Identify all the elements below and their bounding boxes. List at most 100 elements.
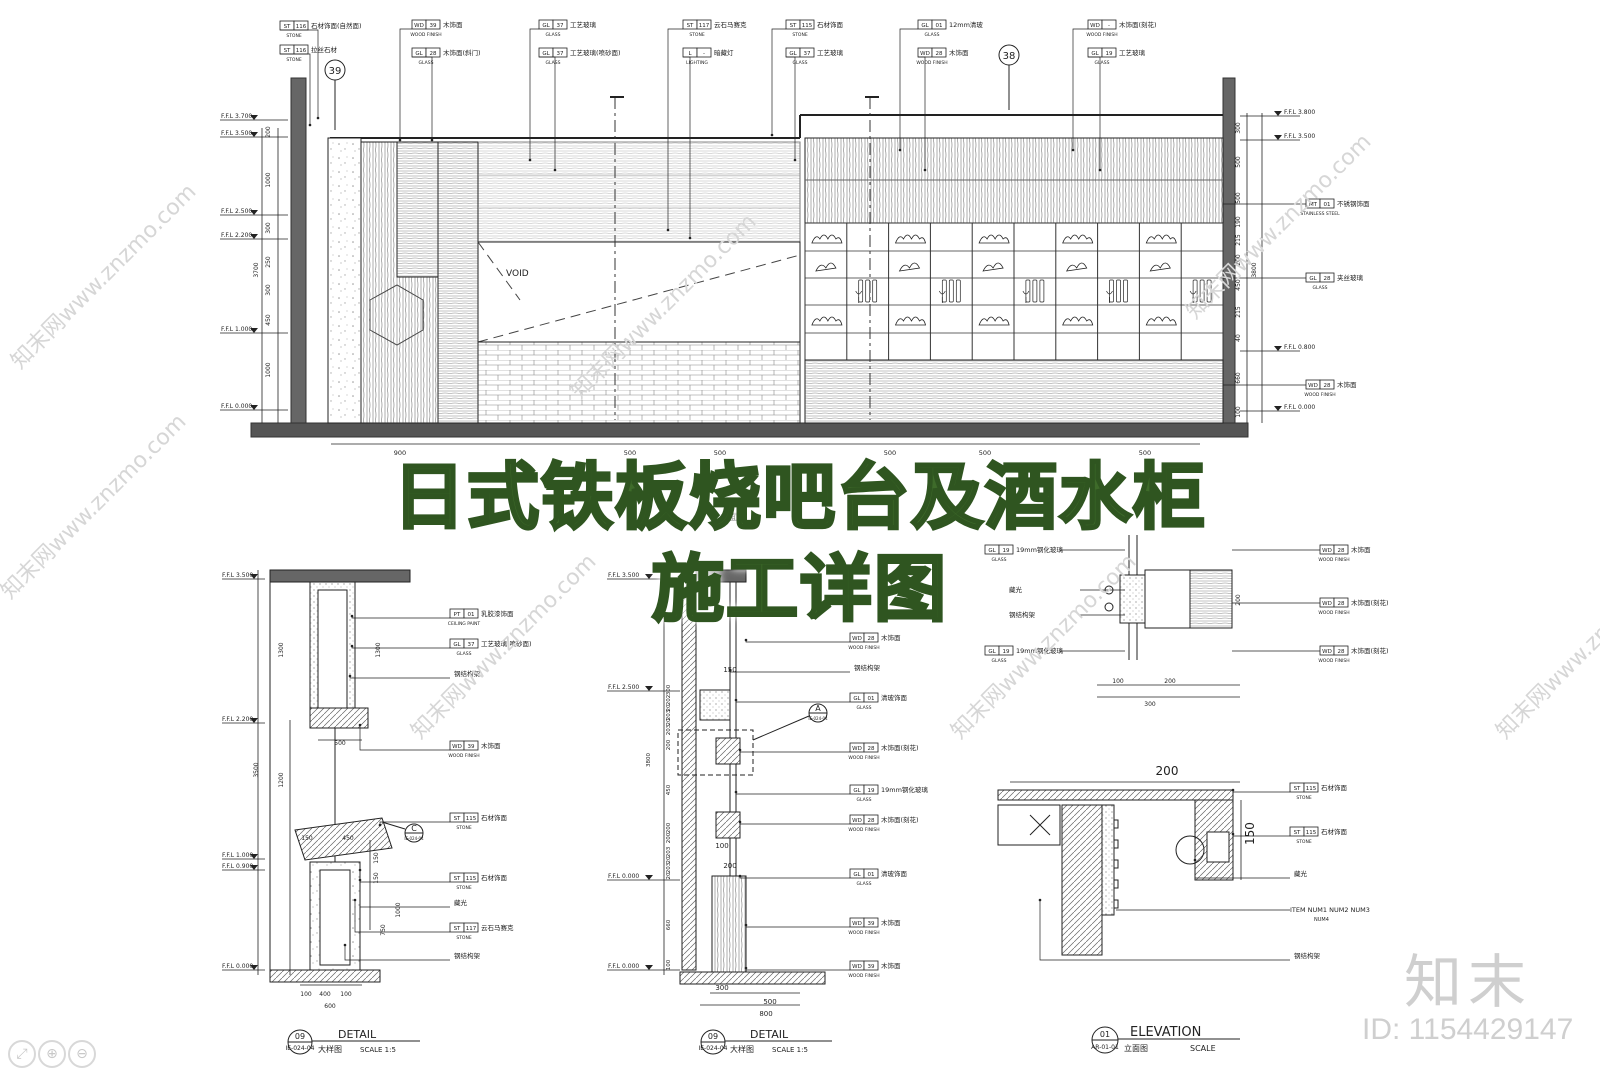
detail-plan-small [1097,535,1240,698]
tag-top-10-num: 01 [936,23,943,29]
fullscreen-button[interactable]: ⤢ [8,1040,36,1068]
d4-tag-2: 藏光 [1193,858,1308,879]
detail-09-middle [663,569,826,1006]
d1-tag-5-code: ST [454,876,461,882]
tag-top-3-code: GL [415,51,423,57]
elevation-01-title: 01 AR-01-01 ELEVATION 立面图 SCALE [1091,1025,1240,1054]
d2-tag-2-note: 清玻饰面 [881,693,908,702]
d2-dim-0: 300 [666,684,672,695]
d4-tag-0-num: 115 [1306,786,1317,792]
tag-top-10-note: 12mm清玻 [949,20,983,29]
tag-top-9-code: GL [789,51,797,57]
tag-top-11-num: 28 [936,51,943,57]
tag-top-12-note: 木饰面(刻花) [1119,20,1157,29]
elevation-01-scale: SCALE [1190,1044,1216,1053]
d4-tag-1-num: 115 [1306,830,1317,836]
level-right-1: F.F.L 3.500 [1284,133,1315,140]
tag-top-0-num: 116 [296,24,307,30]
d3-tag-left-2-note: 钢结构架 [1009,610,1036,619]
d1-tag-0-code: PT [454,612,461,618]
d1-tag-7-code: ST [454,926,461,932]
d4-tag-0-sub: STONE [1296,795,1312,801]
d3-tag-right-2-code: WD [1322,649,1332,655]
zoom-out-button[interactable]: ⊖ [68,1040,96,1068]
d1-level-2: F.F.L 1.000 [222,852,253,859]
d2-tag-8-sub: WOOD FINISH [848,973,879,979]
d2-tag-5-sub: WOOD FINISH [848,827,879,833]
dim-right-7: 215 [1235,306,1242,318]
tag-top-3-sub: GLASS [419,60,434,66]
d1-tag-6-note: 藏光 [454,898,468,907]
d1-tag-7-note: 云石马赛克 [481,923,514,932]
d2-tag-8-code: WD [852,964,862,970]
d4-tag-0-note: 石材饰面 [1321,783,1348,792]
d1-level-3: F.F.L 0.900 [222,863,253,870]
tag-right-2-num: 28 [1324,383,1331,389]
tag-top-6-code: ST [687,23,694,29]
zoom-in-button[interactable]: ⊕ [38,1040,66,1068]
d1-tag-4-sub: STONE [456,825,472,831]
tag-top-2-sub: WOOD FINISH [410,32,441,38]
asset-id-label: ID: 1154429147 [1362,1013,1574,1046]
d1-tag-5-note: 石材饰面 [481,873,508,882]
elevation-01-dim-top: 200 [1156,764,1179,778]
d2-tag-5-code: WD [852,818,862,824]
d2-dim-h-3: 300 [715,984,728,992]
tag-top-12-num: - [1108,23,1110,29]
dim-bottom-0: 900 [394,449,406,457]
tag-top-12-code: WD [1090,23,1100,29]
d3-tag-left-3-sub: GLASS [992,658,1007,664]
d4-tag-0-code: ST [1294,786,1301,792]
d1-tag-8-note: 钢结构架 [454,951,481,960]
d1-dim-6: 450 [342,835,354,842]
tag-top-9-note: 工艺玻璃 [817,48,844,57]
d2-tag-6-note: 清玻饰面 [881,869,908,878]
d2-tag-4-num: 19 [868,788,875,794]
d2-dim-h-2: 200 [723,862,736,870]
d3-tag-right-1-code: WD [1322,601,1332,607]
tag-right-2-note: 木饰面 [1337,380,1357,389]
d2-tag-4-note: 19mm钢化玻璃 [881,785,928,794]
d2-tag-7-sub: WOOD FINISH [848,930,879,936]
d2-level-3: F.F.L 0.000 [608,963,639,970]
tag-right-1-note: 夹丝玻璃 [1337,273,1364,282]
level-left-3: F.F.L 2.200 [221,232,252,239]
zoom-out-icon: ⊖ [76,1046,88,1062]
detail-09-middle-scale: SCALE 1:5 [772,1046,808,1054]
d3-tag-left-1-note: 藏光 [1009,585,1023,594]
d2-tag-5-note: 木饰面(刻花) [881,815,919,824]
d2-dim-h-4: 500 [763,998,776,1006]
dim-right-0: 300 [1235,122,1242,134]
d2-tag-3-note: 木饰面(刻花) [881,743,919,752]
d2-tag-4-code: GL [853,788,861,794]
elevation-01-num: 01 [1100,1030,1110,1039]
tag-top-7-note: 暗藏灯 [714,48,734,57]
callout-c-letter: C [411,824,417,833]
detail-09-middle-ref: IE-024-04 [699,1045,728,1052]
tag-right-0-code: MT [1309,202,1318,208]
d2-dim-13: 203 [666,862,672,873]
d4-tag-1-code: ST [1294,830,1301,836]
d1-tag-5-sub: STONE [456,885,472,891]
d2-tag-7-code: WD [852,921,862,927]
tag-top-13-num: 19 [1106,51,1113,57]
top-elevation-caption: 立面图 [720,511,747,523]
d1-dim-0: 1300 [278,642,285,657]
tag-top-12-sub: WOOD FINISH [1086,32,1117,38]
dim-right-4: 215 [1235,234,1242,246]
tag-top-2-code: WD [414,23,424,29]
level-left-0: F.F.L 3.700 [221,113,252,120]
d1-dim-12: 400 [319,991,331,998]
